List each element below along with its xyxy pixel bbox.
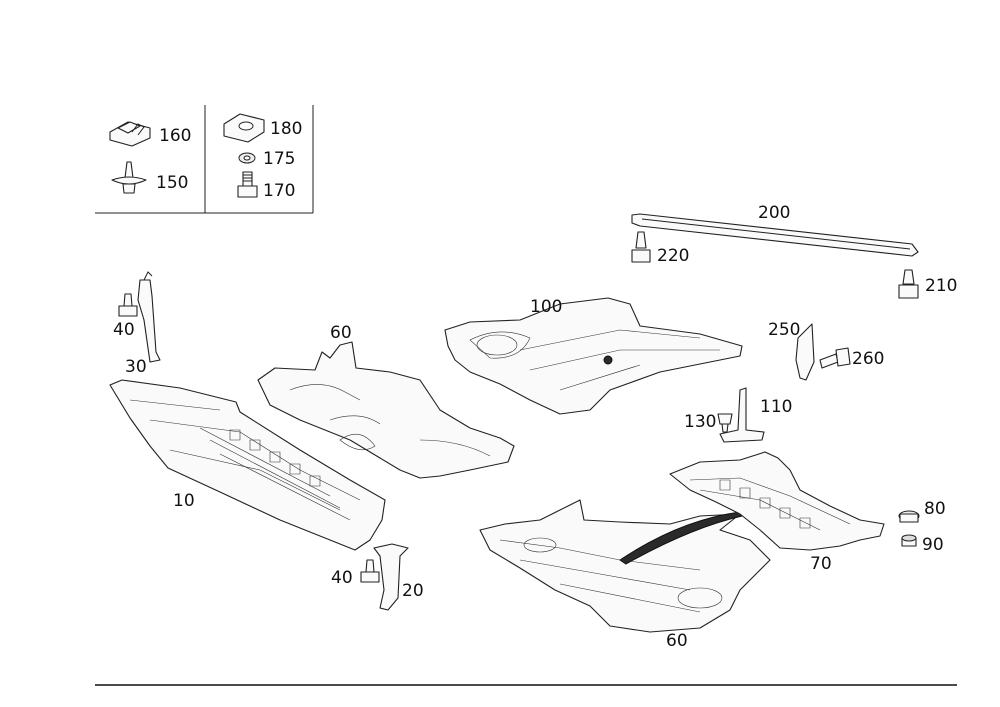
callout-170: 170 <box>263 181 295 201</box>
bolt-icon <box>118 293 138 317</box>
underbody-panel-100 <box>444 297 743 415</box>
underbody-panel-60-upper <box>257 341 515 479</box>
callout-40-lower: 40 <box>331 568 353 588</box>
callout-10: 10 <box>173 491 195 511</box>
underbody-panel-60-lower <box>479 499 771 633</box>
bracket-110 <box>719 387 765 443</box>
callout-210: 210 <box>925 276 957 296</box>
push-rivet-icon <box>111 161 147 194</box>
clip-icon <box>717 413 733 433</box>
hex-bolt-icon <box>237 171 258 198</box>
callout-110: 110 <box>760 397 792 417</box>
nut-icon <box>898 510 920 523</box>
callout-160: 160 <box>159 126 191 146</box>
screw-icon <box>819 347 851 369</box>
callout-20: 20 <box>402 581 424 601</box>
callout-70: 70 <box>810 554 832 574</box>
washer-icon <box>238 152 256 164</box>
callout-200: 200 <box>758 203 790 223</box>
callout-150: 150 <box>156 173 188 193</box>
callout-90: 90 <box>922 535 944 555</box>
callout-30: 30 <box>125 357 147 377</box>
callout-260: 260 <box>852 349 884 369</box>
bracket-20 <box>373 543 409 611</box>
underbody-panel-10 <box>109 379 386 551</box>
callout-220: 220 <box>657 246 689 266</box>
underbody-panel-70 <box>669 451 885 551</box>
callout-80: 80 <box>924 499 946 519</box>
bracket-30 <box>137 271 161 363</box>
cross-brace-part <box>631 213 919 257</box>
callout-60-lower: 60 <box>666 631 688 651</box>
callout-60-upper: 60 <box>330 323 352 343</box>
callout-40-upper: 40 <box>113 320 135 340</box>
fastener-legend-box <box>95 105 314 214</box>
callout-250: 250 <box>768 320 800 340</box>
nut-icon <box>901 534 917 547</box>
bolt-icon <box>360 559 380 583</box>
bolt-icon <box>898 269 919 299</box>
spring-nut-icon <box>223 113 265 143</box>
callout-130: 130 <box>684 412 716 432</box>
callout-180: 180 <box>270 119 302 139</box>
bolt-icon <box>631 231 651 263</box>
callout-100: 100 <box>530 297 562 317</box>
bracket-250 <box>795 323 815 381</box>
callout-175: 175 <box>263 149 295 169</box>
clip-nut-icon <box>109 121 151 147</box>
